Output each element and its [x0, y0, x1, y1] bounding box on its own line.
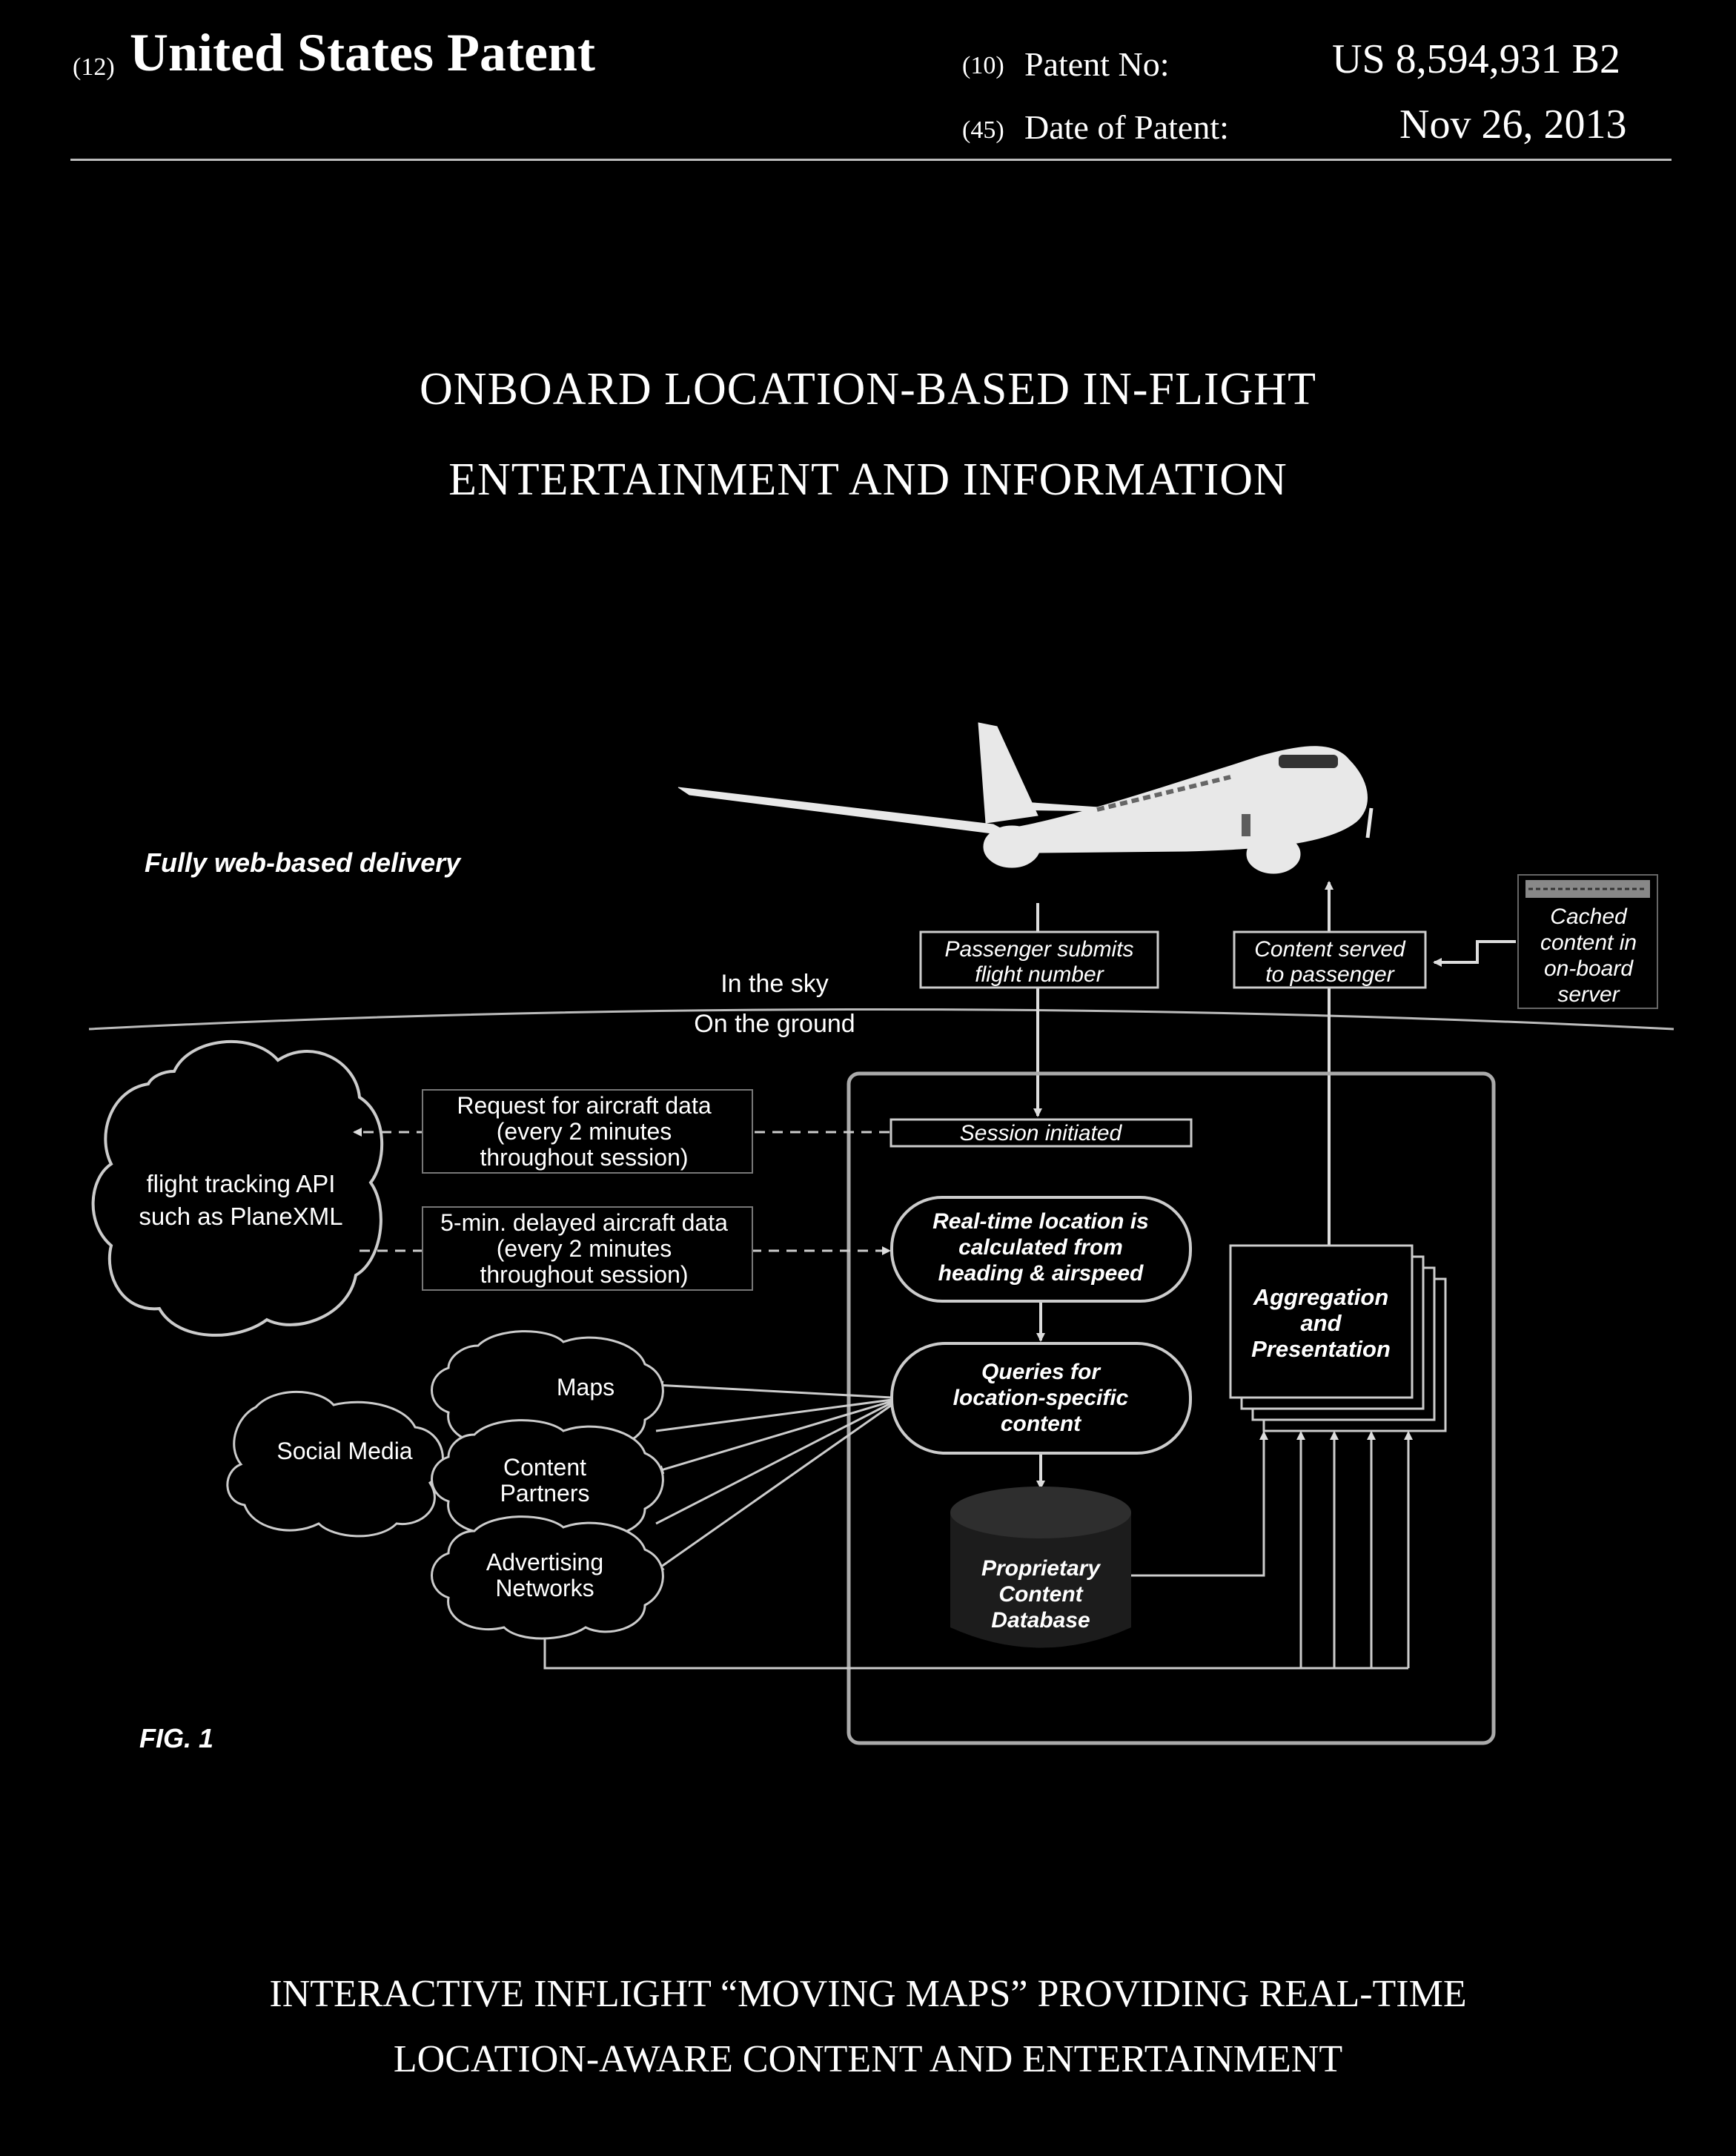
social-media-label: Social Media [276, 1438, 412, 1464]
cached-line-1: Cached [1550, 905, 1628, 929]
content-served-line-1: Content served [1254, 937, 1406, 962]
maps-label: Maps [557, 1374, 614, 1401]
content-partners-line-2: Partners [500, 1480, 590, 1507]
horizon-line [89, 1010, 1674, 1030]
flight-api-line-1: flight tracking API [147, 1170, 336, 1197]
cached-line-3: on-board [1544, 956, 1634, 981]
in-the-sky-label: In the sky [720, 970, 829, 998]
passenger-submits-line-2: flight number [975, 962, 1104, 987]
aggregation-line-1: Aggregation [1253, 1284, 1389, 1310]
passenger-submits-box: Passenger submits flight number [921, 932, 1158, 988]
passenger-submits-line-1: Passenger submits [944, 937, 1133, 962]
db-to-aggregation-arrow [1131, 1432, 1264, 1575]
flight-api-line-2: such as PlaneXML [139, 1203, 342, 1230]
session-initiated-label: Session initiated [960, 1121, 1123, 1145]
queries-line-2: location-specific [953, 1386, 1129, 1410]
queries-line-1: Queries for [981, 1360, 1101, 1384]
delayed-data-box: 5-min. delayed aircraft data (every 2 mi… [423, 1207, 752, 1290]
request-line-1: Request for aircraft data [457, 1092, 711, 1119]
cache-arrow [1434, 942, 1516, 962]
query-to-advertising-arrow [656, 1405, 892, 1570]
advertising-line-1: Advertising [486, 1549, 603, 1575]
content-served-line-2: to passenger [1265, 962, 1394, 987]
queries-line-3: content [1001, 1412, 1082, 1436]
request-line-2: (every 2 minutes [497, 1118, 672, 1145]
web-delivery-label: Fully web-based delivery [145, 847, 462, 878]
realtime-line-3: heading & airspeed [938, 1261, 1144, 1286]
query-link-a [656, 1400, 892, 1431]
realtime-location-box: Real-time location is calculated from he… [892, 1197, 1190, 1301]
delayed-line-3: throughout session) [480, 1261, 688, 1288]
realtime-line-2: calculated from [958, 1235, 1123, 1260]
delayed-line-1: 5-min. delayed aircraft data [440, 1209, 728, 1236]
session-initiated-box: Session initiated [891, 1120, 1191, 1146]
content-partners-line-1: Content [503, 1454, 586, 1481]
request-line-3: throughout session) [480, 1144, 688, 1171]
query-to-maps-arrow [656, 1385, 892, 1398]
advertising-line-2: Networks [495, 1575, 594, 1601]
airplane-icon [678, 723, 1371, 873]
aggregation-box: Aggregation and Presentation [1230, 1246, 1445, 1431]
on-the-ground-label: On the ground [694, 1010, 855, 1038]
footer-line-2: LOCATION-AWARE CONTENT AND ENTERTAINMENT [0, 2037, 1736, 2081]
aggregation-line-3: Presentation [1251, 1336, 1391, 1362]
query-link-b [656, 1403, 892, 1524]
footer-line-1: INTERACTIVE INFLIGHT “MOVING MAPS” PROVI… [0, 1972, 1736, 2016]
delayed-line-2: (every 2 minutes [497, 1235, 672, 1262]
database-line-2: Content [998, 1582, 1084, 1607]
database-line-3: Database [991, 1608, 1090, 1633]
queries-box: Queries for location-specific content [892, 1343, 1190, 1453]
cached-line-4: server [1557, 982, 1620, 1007]
query-to-partners-arrow [656, 1401, 892, 1472]
content-served-box: Content served to passenger [1234, 932, 1425, 988]
realtime-line-1: Real-time location is [932, 1209, 1149, 1234]
aggregation-line-2: and [1300, 1310, 1342, 1336]
request-box: Request for aircraft data (every 2 minut… [423, 1090, 752, 1173]
database-line-1: Proprietary [981, 1556, 1101, 1581]
cached-line-2: content in [1540, 930, 1637, 955]
figure-label: FIG. 1 [139, 1723, 213, 1753]
